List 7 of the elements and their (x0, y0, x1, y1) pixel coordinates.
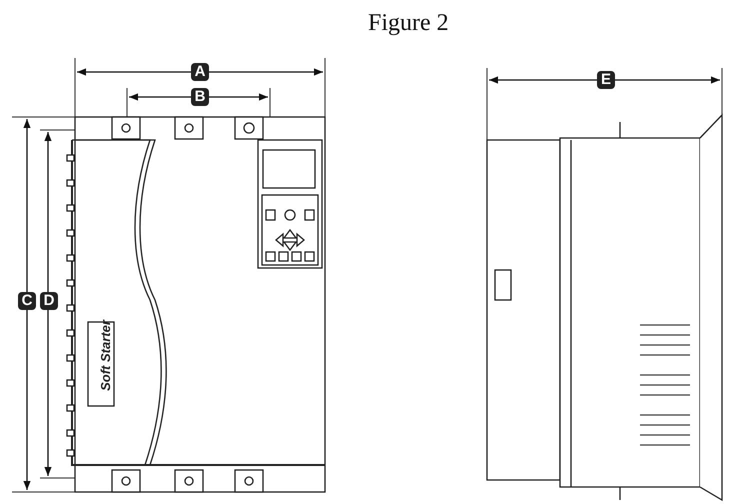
dimension-label: B (191, 88, 209, 106)
dimension-label: E (597, 71, 615, 89)
figure-title: Figure 2 (368, 10, 449, 37)
dimension-label: D (40, 292, 58, 310)
dimension-label: C (18, 292, 36, 310)
dimension-label: A (191, 63, 209, 81)
device-label: Soft Starter (98, 320, 113, 391)
